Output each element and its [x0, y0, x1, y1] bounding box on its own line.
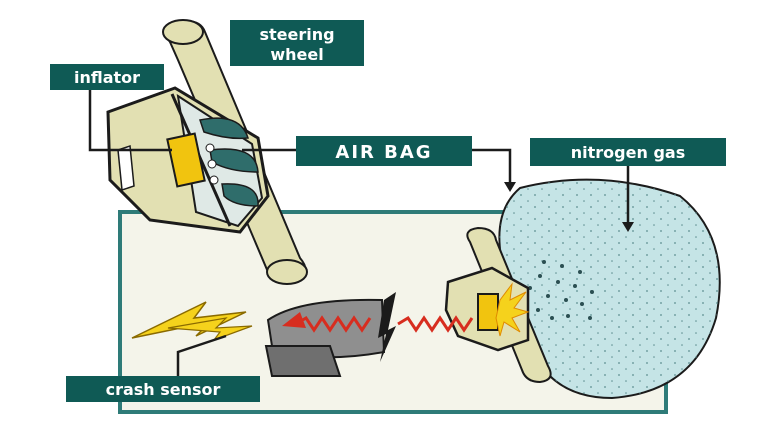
wire-icon [295, 292, 474, 362]
crash-sensor-icon [264, 298, 386, 377]
label-nitrogen-text: nitrogen gas [571, 143, 685, 162]
air-bag-arrowhead [504, 182, 516, 192]
label-air-bag-text: AIR BAG [335, 142, 432, 163]
lightning-icon [131, 301, 253, 342]
spark-icon [495, 282, 530, 337]
air-bag-icon [199, 117, 259, 207]
gas-cloud-icon [498, 178, 721, 400]
label-inflator-text: inflator [74, 68, 140, 87]
label-nitrogen-gas: nitrogen gas [530, 138, 726, 166]
label-steering-text-1: steering [259, 25, 334, 44]
label-air-bag: AIR BAG [296, 136, 472, 166]
label-inflator: inflator [50, 64, 164, 90]
inflator-icon [166, 132, 219, 188]
label-crash-text: crash sensor [106, 380, 221, 399]
label-crash-sensor: crash sensor [66, 376, 260, 402]
nitrogen-arrowhead [622, 222, 634, 232]
label-steering-text-2: wheel [270, 45, 323, 64]
label-steering-wheel: steering wheel [230, 20, 364, 66]
leader-lines [88, 86, 630, 388]
